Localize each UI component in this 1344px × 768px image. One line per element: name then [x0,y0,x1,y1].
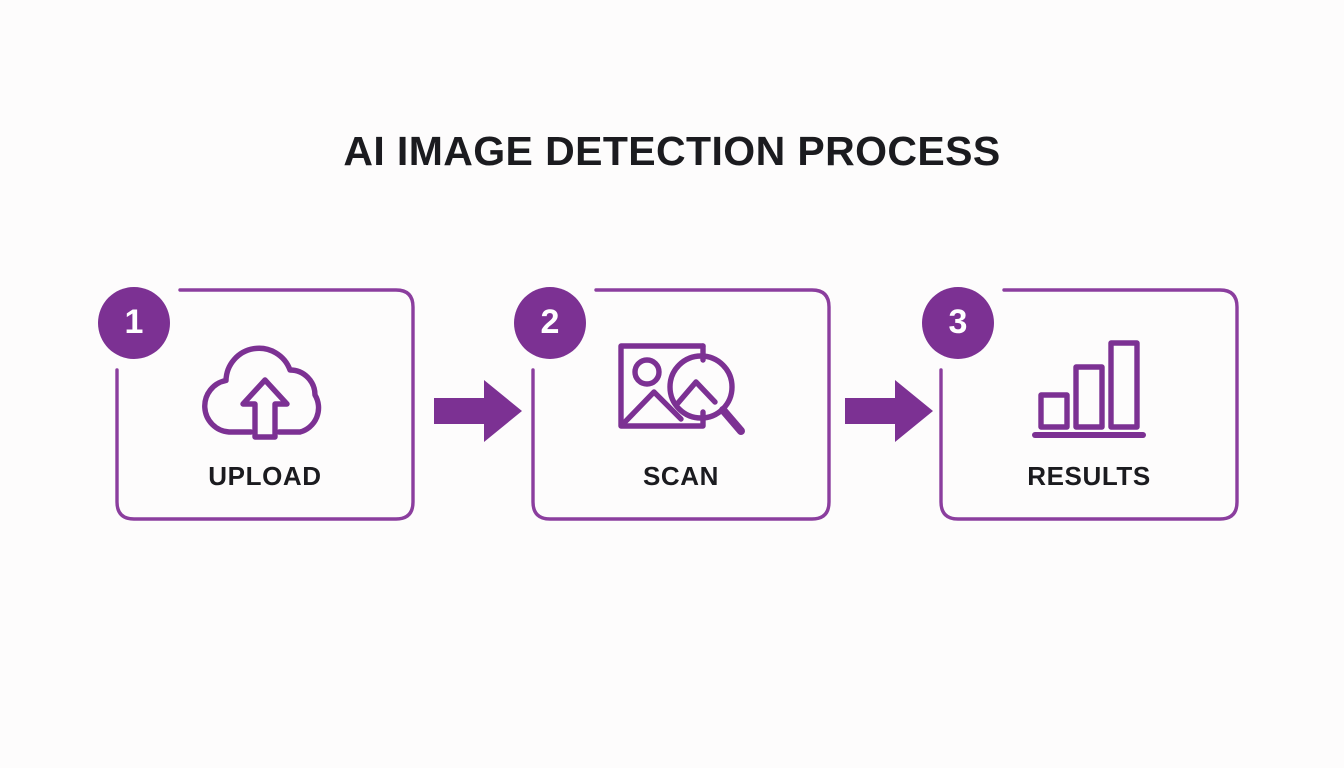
step-number-badge: 2 [514,287,586,359]
arrow-right-icon [845,380,933,442]
step-number: 2 [540,303,560,341]
process-step-scan[interactable]: 2 SCAN [514,287,832,522]
step-label: SCAN [642,461,720,491]
step-number: 1 [124,303,144,341]
step-number: 3 [948,303,968,341]
arrow-right-icon [434,380,522,442]
page-title: AI IMAGE DETECTION PROCESS [343,128,1001,174]
bar-chart-icon [938,329,1240,449]
step-card-outline [115,288,415,521]
process-step-upload[interactable]: 1 UPLOAD [98,287,416,522]
image-search-icon [530,329,832,449]
cloud-upload-icon [114,329,416,449]
step-card-outline [939,288,1239,521]
process-step-results[interactable]: 3 RESULTS [922,287,1240,522]
process-steps: 1 UPLOAD 2 [0,287,1344,537]
step-number-badge: 3 [922,287,994,359]
step-card-outline [531,288,831,521]
step-label: UPLOAD [208,461,322,491]
step-label: RESULTS [1027,461,1151,491]
step-number-badge: 1 [98,287,170,359]
